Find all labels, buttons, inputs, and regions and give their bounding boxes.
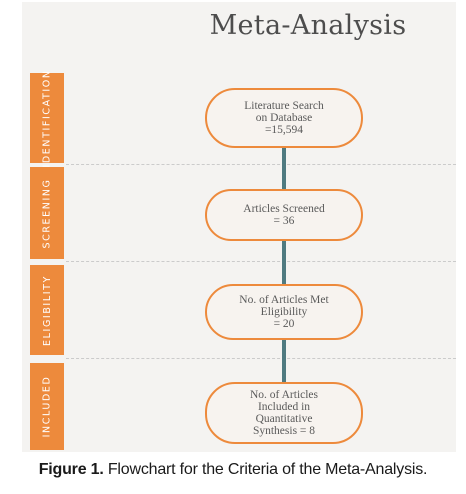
node-literature-search: Literature Search on Database =15,594 <box>205 88 363 148</box>
stage-bar-eligibility: ELIGIBILITY <box>30 265 64 355</box>
diagram-title: Meta-Analysis <box>209 10 407 41</box>
node-text-articles-included: No. of Articles Included in Quantitative… <box>249 389 319 437</box>
stage-divider <box>66 358 456 359</box>
stage-label-eligibility: ELIGIBILITY <box>41 274 53 346</box>
stage-label-included: INCLUDED <box>41 375 53 438</box>
connector-line <box>282 339 286 383</box>
node-text-articles-screened: Articles Screened = 36 <box>243 203 325 227</box>
figure-caption-label: Figure 1. <box>38 461 104 478</box>
stage-bar-identification: IDENTIFICATION <box>30 69 64 167</box>
node-text-literature-search: Literature Search on Database =15,594 <box>244 100 324 136</box>
connector-line <box>282 240 286 285</box>
stage-bar-included: INCLUDED <box>30 363 64 450</box>
figure-caption: Figure 1. Flowchart for the Criteria of … <box>0 461 466 479</box>
node-articles-included: No. of Articles Included in Quantitative… <box>205 382 363 444</box>
node-articles-eligibility: No. of Articles Met Eligibility = 20 <box>205 284 363 340</box>
node-articles-screened: Articles Screened = 36 <box>205 189 363 241</box>
stage-divider <box>66 164 456 165</box>
stage-label-identification: IDENTIFICATION <box>41 68 53 168</box>
connector-line <box>282 147 286 190</box>
stage-bar-screening: SCREENING <box>30 167 64 259</box>
stage-divider <box>66 261 456 262</box>
stage-label-screening: SCREENING <box>41 177 53 249</box>
figure-caption-text: Flowchart for the Criteria of the Meta-A… <box>103 461 428 478</box>
node-text-articles-eligibility: No. of Articles Met Eligibility = 20 <box>239 294 329 330</box>
